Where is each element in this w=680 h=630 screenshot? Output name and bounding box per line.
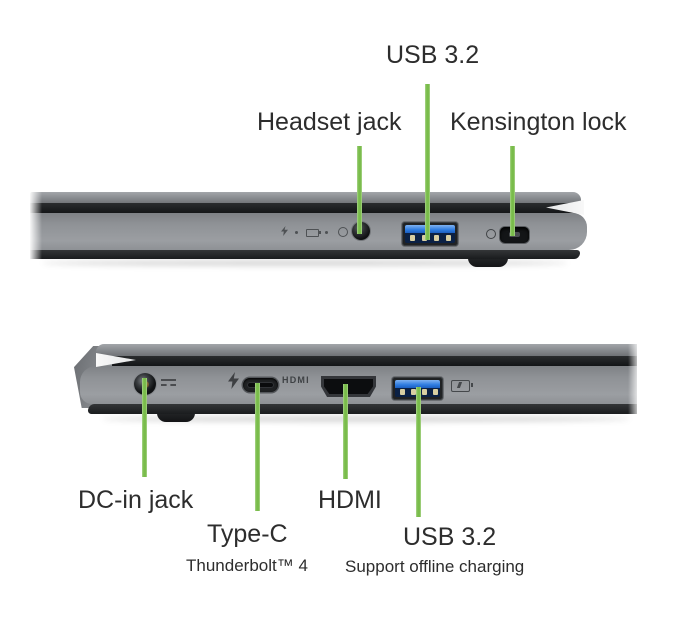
label-usb-3-2-bottom: USB 3.2 bbox=[403, 523, 497, 551]
laptop-shadow bbox=[102, 416, 630, 422]
left-cut-fade bbox=[26, 186, 42, 270]
dc-symbol-icon bbox=[161, 379, 176, 386]
kensington-lock-icon bbox=[486, 229, 496, 239]
hdmi-cavity bbox=[324, 379, 373, 394]
label-thunderbolt-4: Thunderbolt™ 4 bbox=[186, 556, 308, 575]
usb-blue-tongue bbox=[405, 225, 455, 234]
laptop-bottom-band bbox=[30, 250, 580, 259]
indicator-dot-icon bbox=[295, 231, 298, 234]
usb-blue-tongue bbox=[395, 380, 440, 388]
battery-bolt bbox=[456, 382, 463, 388]
laptop-bottom-band bbox=[88, 404, 637, 414]
usb-cavity bbox=[405, 225, 455, 243]
usb-pin bbox=[434, 235, 439, 241]
leader-line-usb-top bbox=[425, 84, 430, 240]
leader-line-dc-in bbox=[142, 378, 147, 477]
battery-charging-icon bbox=[451, 380, 473, 392]
label-hdmi: HDMI bbox=[318, 486, 382, 514]
power-led-icon bbox=[281, 226, 288, 236]
leader-line-kensington bbox=[510, 146, 515, 236]
label-usb-3-2-top: USB 3.2 bbox=[386, 41, 480, 69]
leader-line-type-c bbox=[255, 383, 260, 511]
usb-pin bbox=[433, 389, 438, 395]
usb-c-port bbox=[243, 378, 278, 392]
usb-pin bbox=[411, 389, 416, 395]
usb-a-port-top bbox=[402, 222, 458, 246]
label-headset-jack: Headset jack bbox=[257, 108, 402, 136]
lid-body-gap bbox=[112, 356, 637, 366]
hdmi-port bbox=[321, 376, 376, 397]
hdmi-embossed-text: HDMI bbox=[282, 375, 310, 385]
usb-pin bbox=[400, 389, 405, 395]
usb-pin bbox=[410, 235, 415, 241]
usb-pin bbox=[422, 389, 427, 395]
label-kensington-lock: Kensington lock bbox=[450, 108, 627, 136]
headset-icon bbox=[338, 227, 348, 237]
battery-led-icon bbox=[306, 229, 321, 237]
leader-line-hdmi bbox=[343, 384, 348, 479]
usb-c-slot bbox=[247, 382, 274, 388]
indicator-dot-icon bbox=[325, 231, 328, 234]
laptop-lid-edge bbox=[30, 192, 581, 204]
leader-line-headset bbox=[357, 146, 362, 234]
label-type-c: Type-C bbox=[207, 520, 288, 548]
dc-symbol-dashed-line bbox=[161, 384, 176, 386]
laptop-shadow bbox=[42, 260, 568, 266]
label-dc-in-jack: DC-in jack bbox=[78, 486, 194, 514]
leader-line-usb-bottom bbox=[416, 387, 421, 517]
dc-symbol-solid-line bbox=[161, 379, 176, 381]
right-cut-fade bbox=[628, 338, 644, 432]
lid-body-gap bbox=[30, 203, 576, 214]
usb-pin bbox=[446, 235, 451, 241]
usb-pin bbox=[422, 235, 427, 241]
laptop-lid-edge bbox=[96, 344, 637, 356]
thunderbolt-bolt-icon bbox=[228, 372, 239, 389]
label-support-offline-charging: Support offline charging bbox=[345, 557, 525, 576]
